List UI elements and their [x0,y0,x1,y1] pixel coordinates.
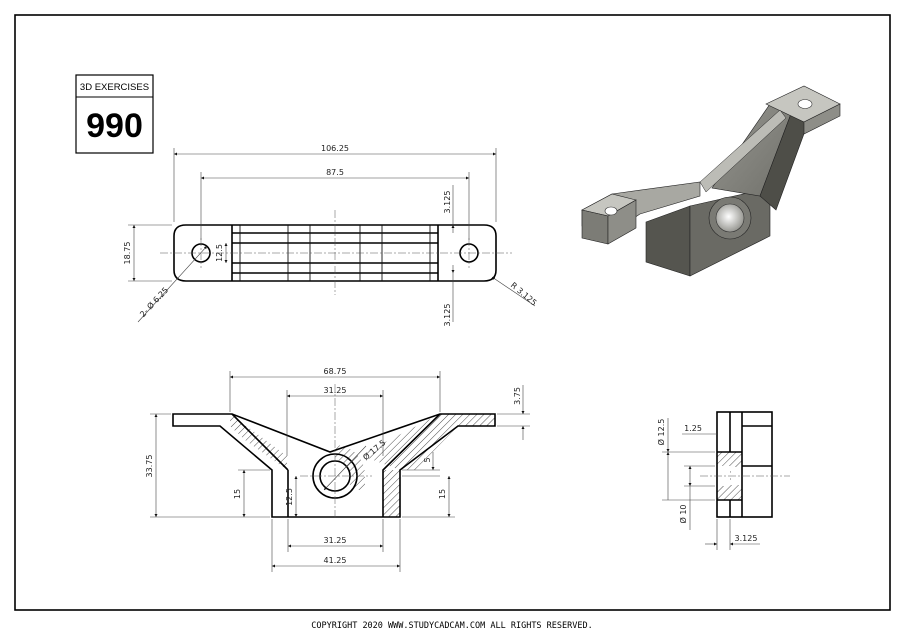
top-view: 106.25 87.5 18.75 12.5 3.125 3.125 2- Ø … [123,144,538,326]
dim-boss-center: 12.5 [285,488,294,506]
dim-outer-dia: Ø 12.5 [656,419,666,446]
front-view: 68.75 31.25 3.75 33.75 15 12.5 Ø 17.5 5 [145,367,530,572]
copyright-footer: COPYRIGHT 2020 WWW.STUDYCADCAM.COM ALL R… [311,621,592,631]
dim-base-overall: 41.25 [324,556,347,565]
dim-wall: 3.125 [735,534,758,543]
dim-overall-length: 106.25 [321,144,349,153]
dim-step: 1.25 [684,424,702,433]
dim-slot: 31.25 [324,386,347,395]
dim-inner-dia: Ø 10 [678,504,688,523]
dim-flange: 3.75 [513,387,522,405]
dim-end-radius: R 3.125 [509,281,539,308]
dim-rib-bottom: 3.125 [443,304,452,327]
dim-top-span: 68.75 [324,367,347,376]
dim-boss-right: 15 [438,489,447,499]
dim-inner: 12.5 [215,244,224,262]
dim-base-inner: 31.25 [324,536,347,545]
dim-holes: 2- Ø 6.25 [137,285,170,319]
dim-boss-top: 5 [423,457,432,462]
sheet-border [14,14,891,611]
side-view: Ø 12.5 1.25 Ø 10 3.125 [656,411,790,550]
dim-base-left: 15 [233,489,242,499]
dim-hole-spacing: 87.5 [326,168,344,177]
title-block: 3D EXERCISES 990 [75,74,154,154]
dim-height: 33.75 [145,455,154,478]
dim-rib-top: 3.125 [443,191,452,214]
dim-width: 18.75 [123,242,132,265]
isometric-view [581,85,841,277]
title-caption: 3D EXERCISES [80,82,149,93]
exercise-number: 990 [86,107,143,145]
